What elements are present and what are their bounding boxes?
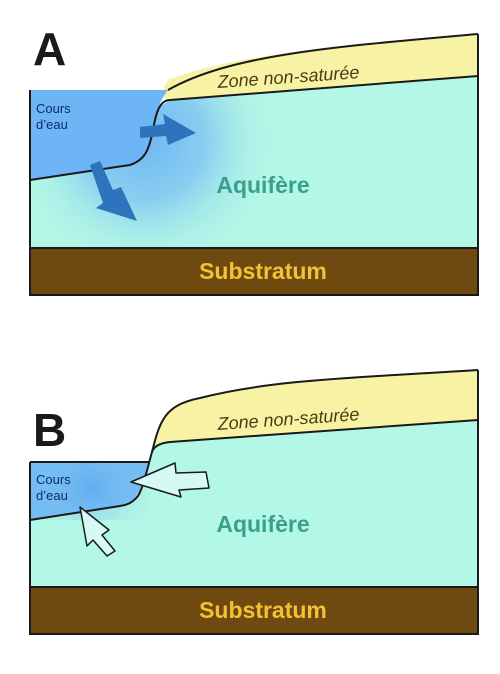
panel-a-stream-label-1: Cours bbox=[36, 101, 71, 116]
panel-b-stream-label-2: d’eau bbox=[36, 488, 68, 503]
panel-a-arrow-lateral bbox=[140, 114, 196, 145]
panel-a-aquifer-label: Aquifère bbox=[216, 172, 309, 198]
panel-a-label: A bbox=[33, 23, 66, 75]
panel-b-stream-label-1: Cours bbox=[36, 472, 71, 487]
panel-b-substratum bbox=[29, 586, 479, 635]
panel-a-ground-surface-line bbox=[167, 33, 479, 91]
panel-b: B Zone non-saturée Cours d’eau Aquifère … bbox=[29, 369, 479, 635]
panel-b-arrow-lateral bbox=[130, 462, 210, 498]
panel-b-unsaturated-zone bbox=[155, 370, 478, 445]
panel-a: A Zone non-saturée Cours d’eau Aquifère … bbox=[29, 23, 479, 296]
panel-b-aquifer bbox=[30, 420, 478, 587]
panel-b-ground-surface-line bbox=[151, 369, 479, 453]
panel-a-substratum-label: Substratum bbox=[199, 258, 327, 284]
panel-a-unsaturated-zone bbox=[160, 34, 478, 100]
panel-b-label: B bbox=[33, 404, 66, 456]
panel-a-stream-label-2: d’eau bbox=[36, 117, 68, 132]
panel-a-arrow-downward bbox=[90, 161, 137, 221]
panel-b-substratum-label: Substratum bbox=[199, 597, 327, 623]
panel-a-substratum bbox=[29, 247, 479, 296]
panel-b-aquifer-label: Aquifère bbox=[216, 511, 309, 537]
panel-b-arrow-upward bbox=[79, 506, 116, 557]
panel-a-stream bbox=[30, 90, 168, 180]
